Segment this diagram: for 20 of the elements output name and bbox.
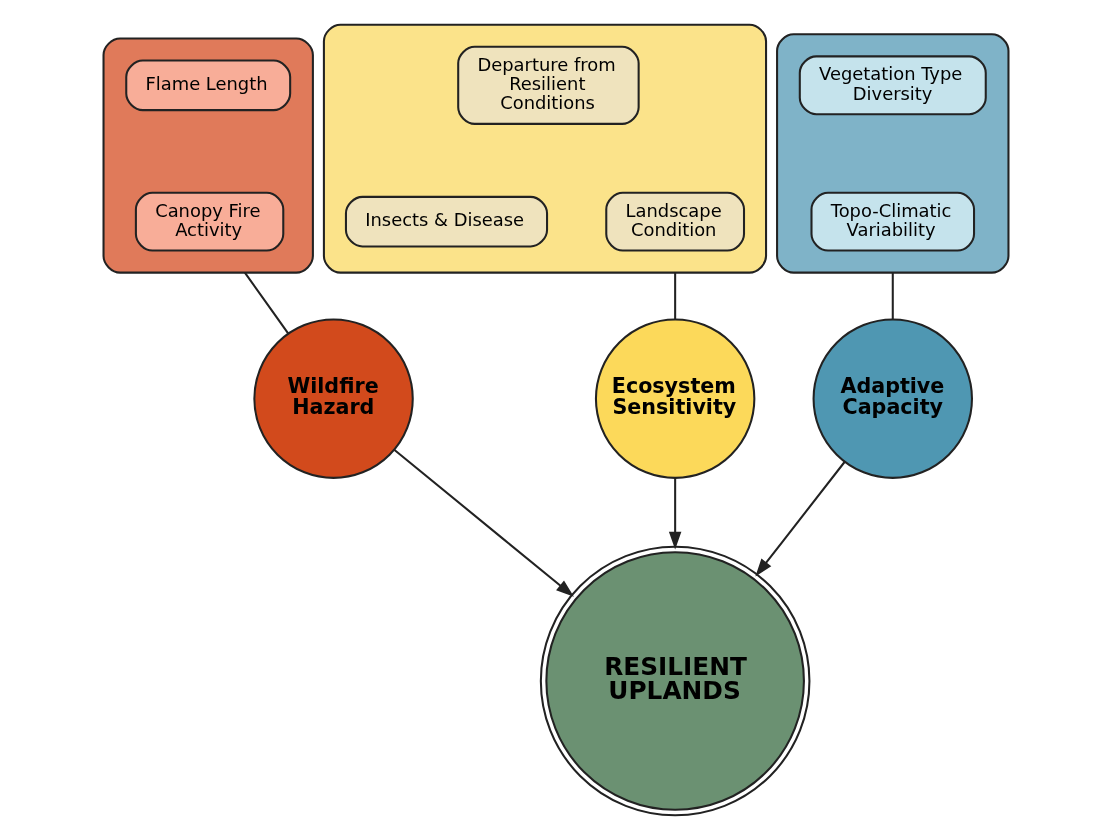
cluster [322, 23, 767, 274]
arrow [668, 477, 681, 550]
node-box: Topo-Climatic Variability [809, 191, 975, 252]
node-box: Canopy Fire Activity [134, 191, 284, 252]
connector [891, 272, 894, 320]
node-circle: Wildfire Hazard [252, 318, 414, 479]
arrow [393, 448, 574, 597]
node-box: Departure from Resilient Conditions [456, 45, 640, 125]
node-box: Vegetation Type Diversity [798, 55, 987, 116]
arrow [754, 461, 846, 577]
connector [673, 272, 676, 320]
node-box: Flame Length [124, 59, 291, 112]
node-circle: RESILIENT UPLANDS [539, 545, 810, 817]
node-circle: Ecosystem Sensitivity [594, 318, 755, 479]
node-circle: Adaptive Capacity [812, 318, 973, 479]
cluster [102, 37, 314, 274]
connector [243, 272, 289, 335]
node-box: Insects & Disease [344, 195, 548, 248]
node-box: Landscape Condition [604, 191, 745, 252]
cluster [775, 33, 1009, 274]
